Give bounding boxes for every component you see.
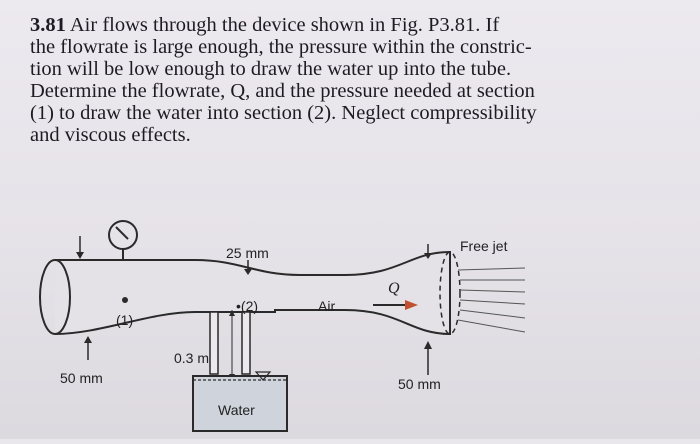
problem-statement: 3.81 Air flows through the device shown … [30, 14, 670, 146]
section1-arrowhead-bottom [84, 336, 92, 343]
label-0-3m: 0.3 m [174, 350, 210, 366]
label-50mm-left: 50 mm [60, 370, 103, 386]
section2-arrowhead-top [244, 269, 252, 275]
problem-line-6: and viscous effects. [30, 124, 191, 146]
free-surface-icon [254, 371, 272, 381]
label-flowrate-q: Q [388, 280, 400, 297]
gauge-needle [115, 226, 129, 240]
problem-line-4: Determine the flowrate, Q, and the press… [30, 80, 535, 102]
exit-arrowhead-top [424, 253, 432, 259]
problem-line-2: the flowrate is large enough, the pressu… [30, 36, 532, 58]
figure-p3-81: 25 mm Free jet •(2) (1) Air Q 0.3 m 50 m… [0, 200, 700, 439]
pipe-outline [54, 250, 451, 336]
flow-arrowhead [405, 300, 418, 310]
pressure-gauge-icon [108, 220, 138, 250]
exit-arrowhead-bottom [424, 341, 432, 349]
pipe-outlet-end [439, 251, 461, 335]
label-water: Water [218, 402, 255, 418]
label-section-1: (1) [116, 312, 134, 328]
suction-tube [209, 311, 219, 375]
label-air: Air [318, 298, 336, 314]
section1-arrowhead-top [76, 252, 84, 259]
pipe-inlet-end [39, 259, 71, 335]
water-tank [192, 375, 288, 432]
label-50mm-right: 50 mm [398, 376, 441, 392]
section1-point [122, 297, 128, 303]
suction-tube-right [241, 311, 251, 375]
free-jet-lines [457, 267, 526, 333]
label-section-2: •(2) [236, 298, 259, 314]
venturi-diagram [39, 220, 526, 432]
label-25mm: 25 mm [226, 245, 269, 261]
label-free-jet: Free jet [460, 238, 508, 254]
problem-number: 3.81 [30, 14, 66, 36]
problem-line-1: 3.81 Air flows through the device shown … [30, 14, 500, 36]
problem-line-5: (1) to draw the water into section (2). … [30, 102, 537, 124]
problem-line-3: tion will be low enough to draw the wate… [30, 58, 512, 80]
